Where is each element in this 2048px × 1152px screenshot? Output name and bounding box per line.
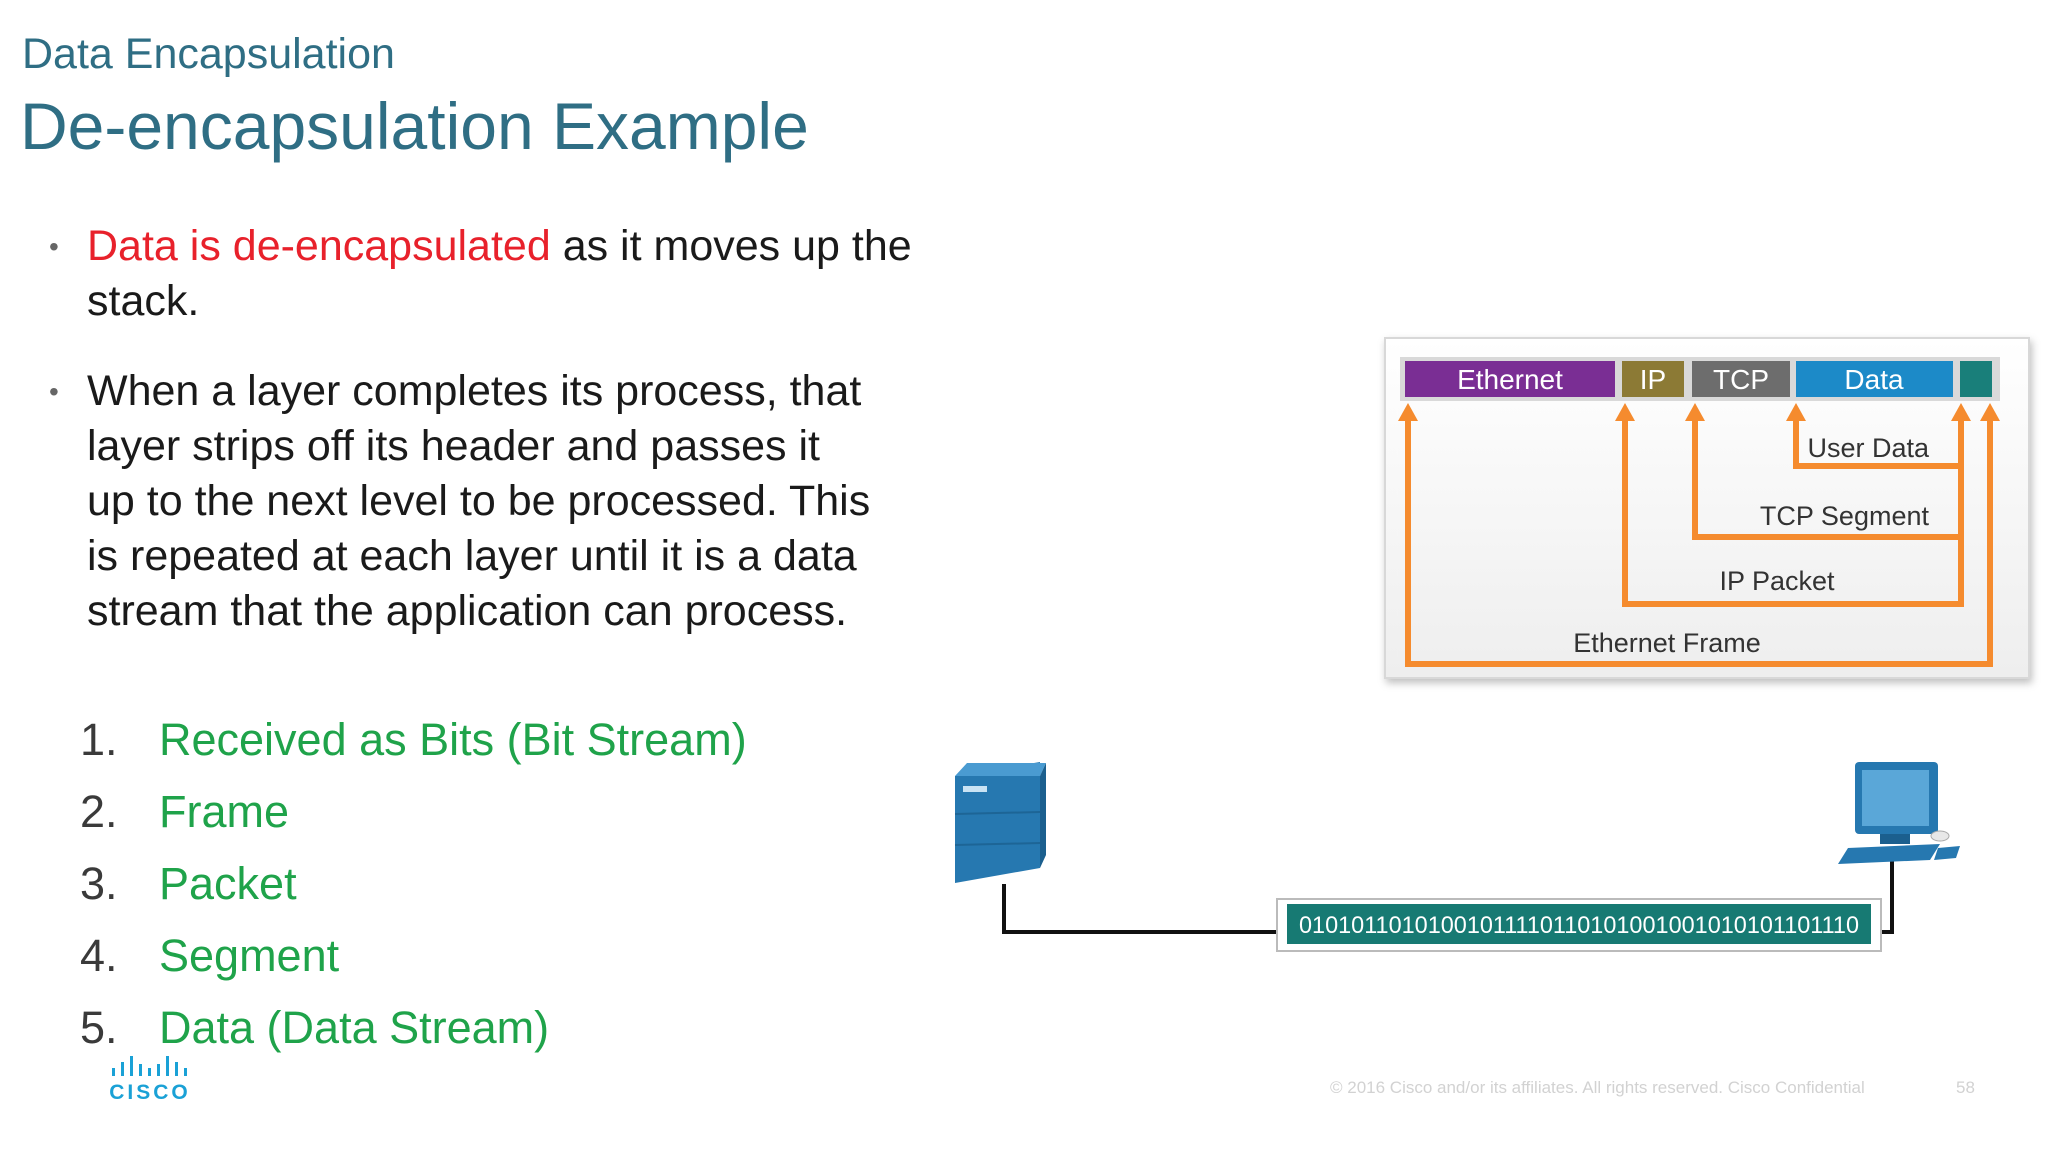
bullet-1-text: as it moves up the stack. <box>87 222 912 325</box>
step-number: 2. <box>80 786 118 837</box>
ip-packet-label: IP Packet <box>1719 566 1835 596</box>
bullet-1: • Data is de-encapsulated as it moves up… <box>49 219 967 329</box>
ip-header-field <box>1622 361 1684 397</box>
step-number: 3. <box>80 858 118 909</box>
step-number: 5. <box>80 1002 118 1053</box>
copyright-notice: © 2016 Cisco and/or its affiliates. All … <box>1330 1078 1865 1097</box>
step-label: Data (Data Stream) <box>159 1002 550 1053</box>
tcp-segment-label: TCP Segment <box>1760 501 1930 531</box>
page-number: 58 <box>1956 1078 1975 1097</box>
workstation-icon <box>1838 762 1960 864</box>
ethernet-header-field <box>1405 361 1615 397</box>
bit-stream-text: 0101011010100101111011010100100101010110… <box>1299 912 1859 939</box>
bullet-dot: • <box>49 231 59 262</box>
ethernet-trailer-field <box>1960 361 1992 397</box>
arrowheads <box>1398 403 2000 421</box>
user-data-label: User Data <box>1807 433 1930 463</box>
server-icon <box>954 762 1046 883</box>
step-number: 4. <box>80 930 118 981</box>
bit-stream-bar <box>1287 904 1871 944</box>
cisco-logo-word: CISCO <box>110 1081 191 1102</box>
cisco-logo: CISCO <box>110 1056 191 1102</box>
tcp-header-field <box>1692 361 1790 397</box>
ip-header-label: IP <box>1640 364 1666 395</box>
step-label: Received as Bits (Bit Stream) <box>159 714 747 765</box>
data-field-label: Data <box>1844 364 1904 395</box>
step-label: Packet <box>159 858 297 909</box>
bullet-dot: • <box>49 376 59 407</box>
step-label: Frame <box>159 786 290 837</box>
tcp-header-label: TCP <box>1713 364 1769 395</box>
network-cable <box>1881 848 1899 934</box>
network-cable <box>1002 884 1285 934</box>
slide-title: De-encapsulation Example <box>20 89 809 163</box>
ethernet-header-label: Ethernet <box>1457 364 1563 395</box>
step-label: Segment <box>159 930 340 981</box>
step-number: 1. <box>80 714 118 765</box>
bullet-2-text: When a layer completes its process, that… <box>87 367 871 635</box>
data-field <box>1796 361 1953 397</box>
layer-arrows <box>1405 417 1993 667</box>
bullet-2: • When a layer completes its process, th… <box>49 364 877 639</box>
ethernet-frame-label: Ethernet Frame <box>1573 628 1761 658</box>
section-title: Data Encapsulation <box>22 30 395 78</box>
bullet-1-highlight: Data is de-encapsulated <box>87 222 551 270</box>
